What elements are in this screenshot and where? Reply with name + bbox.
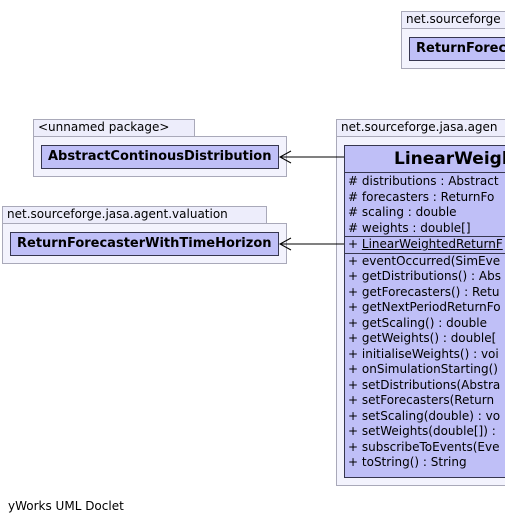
arrow-to-return-forecaster xyxy=(278,237,344,251)
class-name: AbstractContinousDistribution xyxy=(48,149,272,164)
package-name: net.sourceforge.jasa.agen xyxy=(341,120,498,134)
method-get-next-period-return-forecast: + getNextPeriodReturnFo xyxy=(348,300,501,314)
method-on-simulation-starting: + onSimulationStarting() xyxy=(348,362,498,376)
constructor-section: + LinearWeightedReturnF xyxy=(345,236,505,253)
method-subscribe-to-events: + subscribeToEvents(Eve xyxy=(348,439,500,454)
attribute-distributions: # distributions : Abstract xyxy=(348,174,499,188)
package-tab-unnamed: <unnamed package> xyxy=(33,119,195,136)
package-name: <unnamed package> xyxy=(38,120,170,134)
attributes-section: # distributions : Abstract # forecasters… xyxy=(345,173,505,236)
method-initialise-weights: + initialiseWeights() : voi xyxy=(348,346,499,361)
method-set-forecasters: + setForecasters(Return xyxy=(348,393,495,407)
method-event-occurred: + eventOccurred(SimEve xyxy=(348,253,501,268)
methods-section: + eventOccurred(SimEve + getDistribution… xyxy=(345,252,505,471)
attribute-weights: # weights : double[] xyxy=(348,220,471,235)
method-get-weights: + getWeights() : double[ xyxy=(348,331,497,345)
class-title: LinearWeigh xyxy=(345,146,505,173)
method-set-weights: + setWeights(double[]) : xyxy=(348,424,496,438)
package-tab-valuation: net.sourceforge.jasa.agent.valuation xyxy=(2,206,267,223)
footer-credit: yWorks UML Doclet xyxy=(8,499,124,513)
method-set-distributions: + setDistributions(Abstra xyxy=(348,377,501,392)
constructor: + LinearWeightedReturnF xyxy=(348,237,503,251)
package-name: net.sourceforge.jasa.agent.valuation xyxy=(7,207,228,221)
method-get-distributions: + getDistributions() : Abs xyxy=(348,269,501,283)
arrow-to-abstract-distribution xyxy=(278,150,344,164)
method-get-scaling: + getScaling() : double xyxy=(348,315,487,330)
class-name: ReturnForec xyxy=(416,41,505,56)
package-tab-top-right: net.sourceforge xyxy=(401,11,505,28)
class-return-forecaster-with-time-horizon[interactable]: ReturnForecasterWithTimeHorizon xyxy=(10,232,279,256)
package-name: net.sourceforge xyxy=(406,12,501,26)
class-linear-weighted-return-forecaster[interactable]: LinearWeigh # distributions : Abstract #… xyxy=(344,145,505,478)
method-set-scaling: + setScaling(double) : vo xyxy=(348,408,501,423)
class-return-forecaster-top[interactable]: ReturnForec xyxy=(409,37,505,61)
package-tab-agent: net.sourceforge.jasa.agen xyxy=(336,119,505,136)
class-abstract-continous-distribution[interactable]: AbstractContinousDistribution xyxy=(41,145,279,169)
method-to-string: + toString() : String xyxy=(348,455,467,469)
attribute-scaling: # scaling : double xyxy=(348,205,457,219)
attribute-forecasters: # forecasters : ReturnFo xyxy=(348,189,495,204)
method-get-forecasters: + getForecasters() : Retu xyxy=(348,284,500,299)
class-name: ReturnForecasterWithTimeHorizon xyxy=(17,236,272,251)
